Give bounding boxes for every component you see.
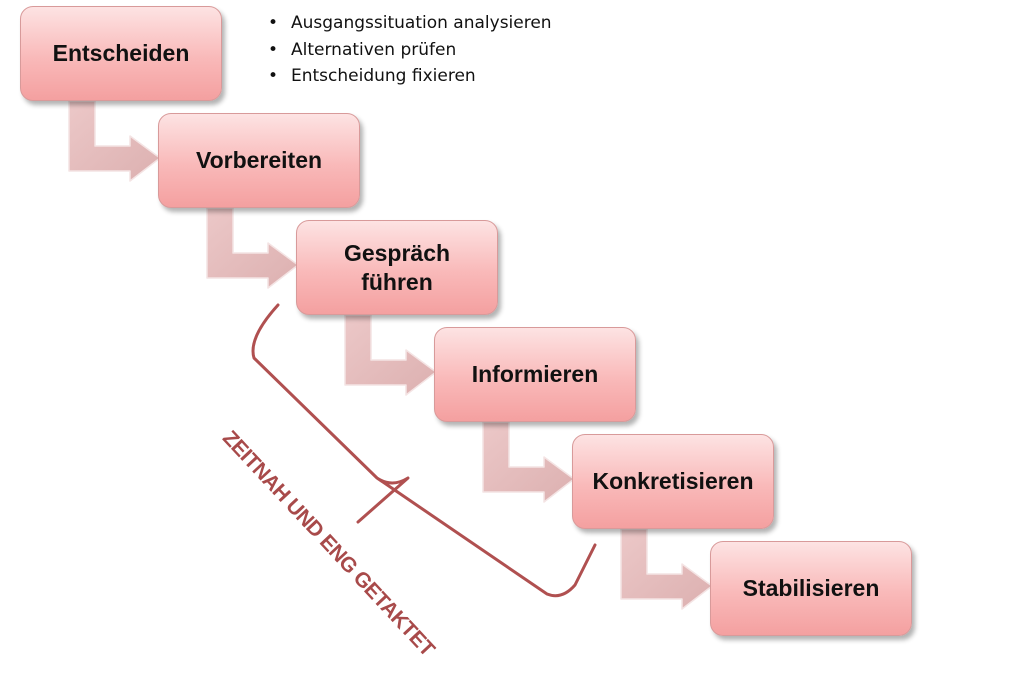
- step-stabilisieren: Stabilisieren: [710, 541, 912, 636]
- step-konkretisieren: Konkretisieren: [572, 434, 774, 529]
- connector-arrow-3: [344, 314, 437, 396]
- connector-arrow-2: [206, 207, 299, 289]
- step-informieren: Informieren: [434, 327, 636, 422]
- step-entscheiden: Entscheiden: [20, 6, 222, 101]
- curly-brace: [251, 303, 597, 598]
- bullet-item: Ausgangssituation analysieren: [268, 10, 552, 37]
- step-gespraech-fuehren: Gespräch führen: [296, 220, 498, 315]
- bullet-list: Ausgangssituation analysieren Alternativ…: [268, 10, 552, 90]
- connector-arrow-1: [68, 100, 161, 182]
- bullet-item: Alternativen prüfen: [268, 37, 552, 64]
- step-vorbereiten: Vorbereiten: [158, 113, 360, 208]
- connector-arrows: [68, 100, 713, 610]
- bullet-item: Entscheidung fixieren: [268, 63, 552, 90]
- connector-arrow-5: [620, 528, 713, 610]
- connector-arrow-4: [482, 421, 575, 503]
